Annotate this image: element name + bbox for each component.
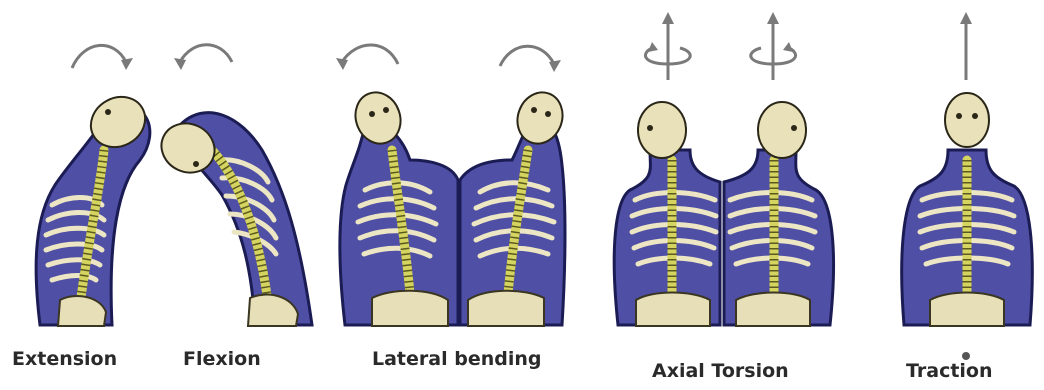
lateral-bending-right-figure	[460, 86, 570, 326]
extension-arrow-icon	[72, 45, 133, 70]
traction-arrow-icon	[960, 12, 972, 80]
axial-torsion-left-figure	[614, 102, 720, 326]
lateral-left-arrow-icon	[336, 45, 398, 70]
torsion-left-rotation-icon	[645, 12, 690, 80]
torsion-right-rotation-icon	[751, 12, 796, 80]
label-extension: Extension	[12, 348, 117, 370]
label-traction: Traction	[906, 360, 993, 382]
flexion-figure	[153, 113, 312, 326]
lateral-bending-left-figure	[340, 86, 458, 326]
label-flexion: Flexion	[183, 348, 261, 370]
axial-torsion-right-figure	[724, 102, 834, 326]
traction-figure	[902, 93, 1033, 360]
label-axial-torsion: Axial Torsion	[652, 360, 789, 382]
torsion-right-skull	[758, 102, 806, 158]
torsion-left-skull	[638, 102, 686, 158]
lateral-right-arrow-icon	[500, 46, 561, 72]
traction-skull	[945, 93, 989, 147]
extension-figure	[36, 87, 154, 326]
flexion-arrow-icon	[174, 45, 232, 70]
label-lateral-bending: Lateral bending	[372, 348, 541, 370]
